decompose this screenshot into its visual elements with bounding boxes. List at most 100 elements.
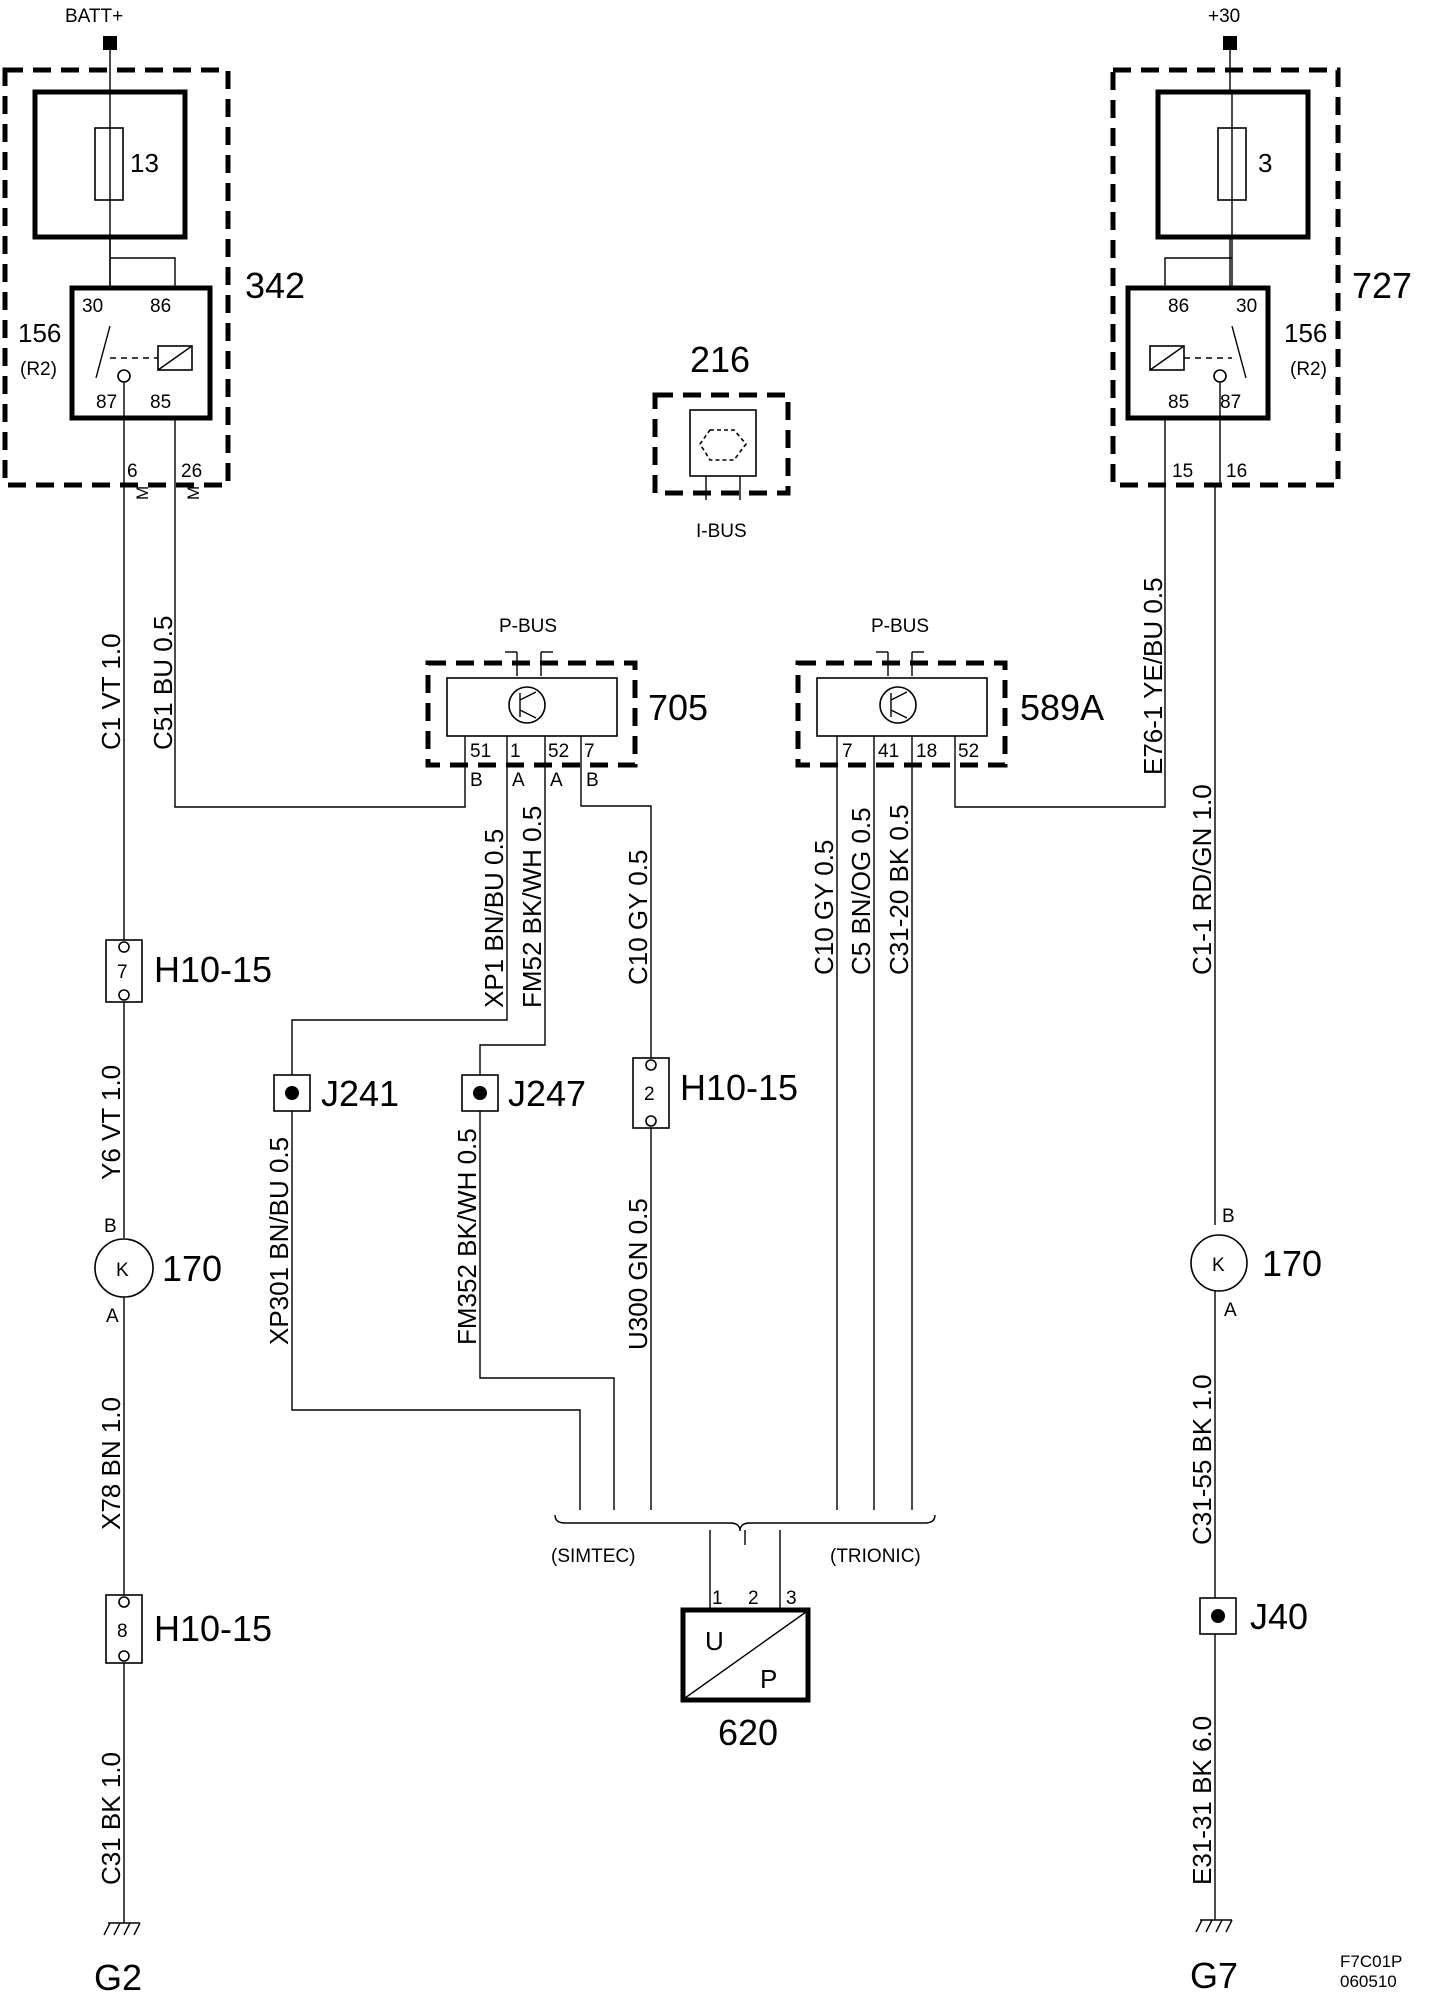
fuse-relay-box-727 — [1110, 67, 1341, 488]
svg-text:85: 85 — [150, 392, 171, 413]
svg-text:J241: J241 — [321, 1073, 399, 1114]
svg-text:(SIMTEC): (SIMTEC) — [551, 1546, 635, 1567]
svg-text:A: A — [106, 1306, 119, 1327]
svg-text:(R2): (R2) — [1290, 359, 1327, 380]
svg-text:XP1 BN/BU 0.5: XP1 BN/BU 0.5 — [479, 829, 509, 1008]
svg-text:K: K — [116, 1260, 129, 1281]
fuse-13-number: 13 — [130, 148, 159, 178]
ibus-label: I-BUS — [696, 521, 747, 542]
svg-text:C31-55 BK 1.0: C31-55 BK 1.0 — [1187, 1374, 1217, 1545]
svg-text:(TRIONIC): (TRIONIC) — [830, 1546, 921, 1567]
svg-text:170: 170 — [1262, 1243, 1322, 1284]
svg-text:156: 156 — [18, 318, 61, 348]
svg-text:B: B — [470, 770, 483, 791]
svg-text:18: 18 — [916, 741, 937, 762]
relay-contact-87-icon — [117, 369, 131, 383]
splice-j241 — [273, 1074, 311, 1112]
svg-text:C31 BK 1.0: C31 BK 1.0 — [96, 1752, 126, 1885]
svg-text:87: 87 — [96, 392, 117, 413]
svg-text:U: U — [705, 1626, 724, 1656]
svg-text:51: 51 — [470, 741, 491, 762]
svg-text:705: 705 — [648, 687, 708, 728]
module-705-box — [425, 660, 638, 768]
control-unit-216-icon — [699, 429, 748, 461]
svg-text:86: 86 — [1168, 296, 1189, 317]
svg-text:J40: J40 — [1250, 1596, 1308, 1637]
wire-fm52 — [479, 770, 546, 1075]
svg-text:FM352 BK/WH 0.5: FM352 BK/WH 0.5 — [452, 1128, 482, 1345]
fuse-relay-box-342 — [2, 67, 231, 488]
svg-text:C5 BN/OG 0.5: C5 BN/OG 0.5 — [846, 807, 876, 975]
svg-text:216: 216 — [690, 339, 750, 380]
svg-text:C1-1 RD/GN 1.0: C1-1 RD/GN 1.0 — [1187, 784, 1217, 975]
ground-g7-label: G7 — [1190, 1955, 1238, 1996]
svg-text:H10-15: H10-15 — [154, 949, 272, 990]
module-216-box — [652, 392, 791, 496]
relay-156-right — [1125, 285, 1271, 421]
svg-text:P-BUS: P-BUS — [871, 616, 929, 637]
module-589a: P-BUS 589A 7 41 18 52 — [795, 616, 1104, 1510]
svg-text:P: P — [760, 1664, 777, 1694]
transistor-589a-icon — [879, 686, 917, 724]
svg-text:52: 52 — [548, 741, 569, 762]
svg-text:K: K — [1212, 1255, 1225, 1276]
svg-text:30: 30 — [82, 296, 103, 317]
svg-text:7: 7 — [584, 741, 595, 762]
module-705: P-BUS 705 51 1 52 7 B A A B — [425, 616, 708, 791]
svg-text:C1 VT 1.0: C1 VT 1.0 — [96, 633, 126, 750]
wire-e76-1 — [954, 485, 1166, 808]
battery-plus-terminal — [103, 36, 117, 50]
svg-text:86: 86 — [150, 296, 171, 317]
svg-text:156: 156 — [1284, 318, 1327, 348]
svg-text:C51 BU 0.5: C51 BU 0.5 — [148, 616, 178, 750]
wire-xp301 — [291, 1111, 581, 1510]
relay-switch-contact-icon — [1231, 325, 1247, 379]
module-589a-box — [795, 660, 1008, 768]
transistor-705-icon — [508, 686, 546, 724]
relay-170-right-icon — [1190, 1234, 1248, 1292]
svg-text:52: 52 — [958, 741, 979, 762]
terminal-30-icon — [1223, 36, 1237, 50]
svg-text:M: M — [133, 486, 152, 500]
svg-text:A: A — [1224, 1300, 1237, 1321]
svg-text:6: 6 — [127, 461, 138, 482]
svg-text:H10-15: H10-15 — [680, 1067, 798, 1108]
svg-text:B: B — [104, 1216, 117, 1237]
svg-text:26: 26 — [181, 461, 202, 482]
wire-fm352 — [479, 1111, 615, 1510]
svg-text:170: 170 — [162, 1248, 222, 1289]
svg-text:E31-31 BK 6.0: E31-31 BK 6.0 — [1187, 1716, 1217, 1885]
svg-text:2: 2 — [644, 1084, 655, 1105]
module-342-label: 342 — [245, 265, 305, 306]
svg-text:30: 30 — [1236, 296, 1257, 317]
svg-text:E76-1 YE/BU 0.5: E76-1 YE/BU 0.5 — [1138, 577, 1168, 775]
svg-text:H10-15: H10-15 — [154, 1608, 272, 1649]
svg-text:C10 GY 0.5: C10 GY 0.5 — [809, 840, 839, 975]
svg-text:X78 BN 1.0: X78 BN 1.0 — [96, 1397, 126, 1530]
battery-plus-label: BATT+ — [65, 6, 123, 27]
svg-text:41: 41 — [878, 741, 899, 762]
svg-text:589A: 589A — [1020, 687, 1104, 728]
wire-c10-left — [580, 770, 652, 1058]
fuse-3-number: 3 — [1258, 148, 1272, 178]
sensor-620: 1 2 3 U P 620 — [680, 1588, 811, 1753]
variant-brace — [554, 1514, 936, 1532]
svg-text:FM52 BK/WH 0.5: FM52 BK/WH 0.5 — [517, 806, 547, 1008]
svg-text:A: A — [550, 770, 563, 791]
svg-text:J247: J247 — [508, 1073, 586, 1114]
middle-wiring: XP1 BN/BU 0.5 FM52 BK/WH 0.5 C10 GY 0.5 … — [264, 770, 936, 1610]
svg-text:Y6 VT 1.0: Y6 VT 1.0 — [96, 1065, 126, 1180]
terminal-30-label: +30 — [1208, 6, 1240, 27]
svg-text:XP301 BN/BU 0.5: XP301 BN/BU 0.5 — [264, 1137, 294, 1345]
svg-text:060510: 060510 — [1340, 1972, 1397, 1991]
svg-text:P-BUS: P-BUS — [499, 616, 557, 637]
svg-text:8: 8 — [117, 1621, 128, 1642]
svg-text:2: 2 — [748, 1588, 759, 1609]
svg-text:B: B — [1222, 1206, 1235, 1227]
svg-text:7: 7 — [117, 962, 128, 983]
fuse-13-icon — [94, 127, 124, 201]
right-branch: +30 727 3 86 30 85 87 156 (R2) 15 16 E76… — [954, 6, 1412, 1996]
wire-c51 — [174, 485, 466, 808]
svg-text:M: M — [184, 486, 203, 500]
